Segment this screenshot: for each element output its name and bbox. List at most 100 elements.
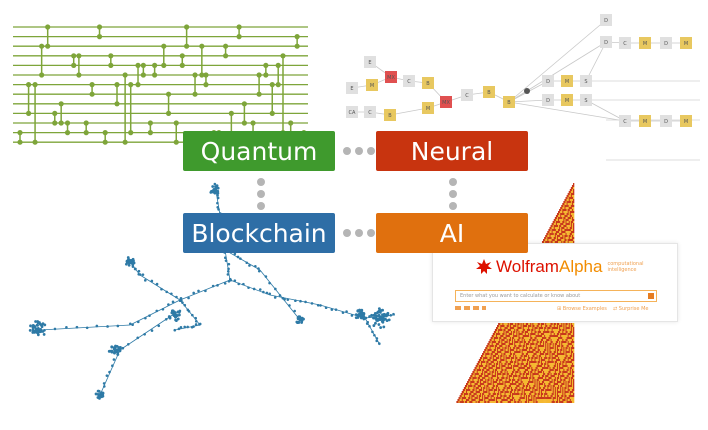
cell — [538, 329, 541, 331]
cell — [569, 195, 572, 197]
cell — [530, 401, 532, 403]
keyboard-icon[interactable] — [455, 306, 461, 310]
cell — [562, 219, 564, 221]
cell — [532, 379, 534, 381]
cell — [537, 359, 539, 361]
cell — [554, 373, 557, 375]
cell — [492, 367, 495, 369]
cell — [526, 393, 529, 395]
cell — [489, 385, 491, 387]
cell — [564, 211, 566, 213]
cell — [486, 351, 488, 353]
cell — [504, 377, 506, 379]
cell — [570, 347, 573, 349]
cell — [539, 325, 542, 327]
cell — [552, 339, 554, 341]
cell — [532, 343, 534, 345]
cell — [501, 361, 503, 363]
cell — [480, 381, 483, 383]
cell — [498, 359, 500, 361]
cell — [519, 337, 521, 339]
cell — [551, 385, 553, 387]
cell — [489, 381, 491, 383]
cell — [554, 341, 557, 343]
cell — [490, 389, 492, 391]
cell — [548, 393, 550, 395]
cell — [508, 323, 511, 325]
image-input-icon[interactable] — [473, 306, 479, 310]
chain-node — [191, 313, 194, 317]
cell — [525, 393, 528, 395]
cluster-node — [301, 317, 305, 321]
cell — [566, 331, 568, 333]
cell — [522, 365, 525, 367]
cell — [573, 353, 575, 355]
cell — [562, 377, 564, 379]
math-input-icon[interactable] — [464, 306, 470, 310]
neural-box[interactable]: Neural — [376, 131, 528, 171]
cell — [539, 361, 542, 363]
cell — [460, 395, 462, 397]
cell — [488, 391, 490, 393]
cell — [540, 369, 543, 371]
cell — [493, 337, 496, 339]
query-input[interactable]: Enter what you want to calculate or know… — [455, 290, 657, 302]
cell — [560, 219, 562, 221]
cell — [570, 345, 573, 347]
cell — [571, 343, 574, 345]
cell — [536, 331, 538, 333]
cell — [570, 331, 573, 333]
cell — [487, 349, 489, 351]
cell — [530, 379, 532, 381]
play-icon[interactable] — [482, 306, 486, 310]
cell — [555, 361, 558, 363]
cell — [520, 347, 522, 349]
cell — [569, 215, 572, 217]
cell — [506, 333, 508, 335]
cell — [563, 203, 565, 205]
layer-node: D — [660, 115, 672, 127]
blockchain-box[interactable]: Blockchain — [183, 213, 335, 253]
cell — [483, 373, 485, 375]
cell — [502, 363, 504, 365]
surprise-me-link[interactable]: ⇄ Surprise Me — [613, 306, 649, 312]
cell — [469, 387, 471, 389]
cell — [563, 379, 565, 381]
cell — [508, 345, 511, 347]
cell — [535, 337, 537, 339]
ai-box[interactable]: AI — [376, 213, 528, 253]
cell — [497, 391, 499, 393]
cell — [558, 385, 560, 387]
cell — [570, 241, 573, 243]
cell — [561, 205, 563, 207]
submit-button[interactable] — [648, 293, 654, 299]
cell — [519, 373, 521, 375]
cell — [515, 335, 517, 337]
cell — [467, 399, 469, 401]
cell — [487, 375, 489, 377]
cell — [488, 367, 490, 369]
chain-node — [216, 201, 219, 205]
cell — [560, 353, 562, 355]
browse-examples-link[interactable]: ⊞ Browse Examples — [557, 306, 607, 312]
cell — [484, 387, 486, 389]
quantum-box[interactable]: Quantum — [183, 131, 335, 171]
cell — [512, 373, 514, 375]
cell — [561, 335, 563, 337]
cell — [513, 361, 515, 363]
cell — [548, 355, 550, 357]
cell — [532, 355, 534, 357]
cell — [543, 399, 545, 401]
cell — [506, 367, 508, 369]
cell — [517, 367, 519, 369]
cell — [515, 323, 517, 325]
cell — [570, 397, 573, 399]
cell — [554, 219, 557, 221]
cell — [508, 341, 511, 343]
cell — [515, 379, 517, 381]
cell — [564, 389, 566, 391]
cell — [526, 335, 529, 337]
cell — [571, 361, 574, 363]
cell — [562, 367, 564, 369]
cell — [571, 357, 574, 359]
